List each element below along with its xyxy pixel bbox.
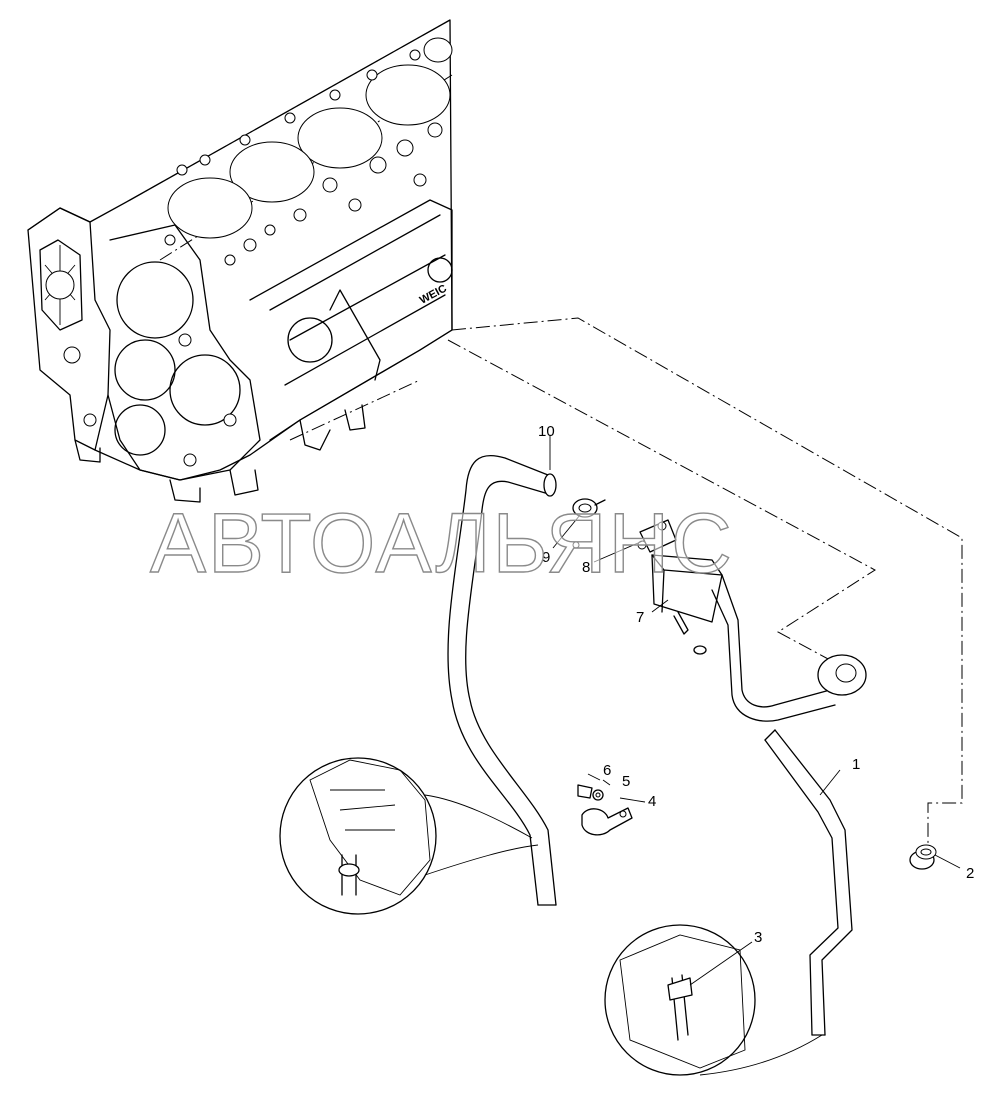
assembly-phantom-lines <box>289 317 963 845</box>
part-4-clip <box>581 807 633 836</box>
callout-5: 5 <box>622 773 630 790</box>
part-8-fitting <box>637 519 677 553</box>
engine-block <box>27 19 453 503</box>
callout-9: 9 <box>542 549 550 566</box>
part-2-grommet <box>909 844 937 870</box>
part-1-pipe <box>711 574 867 1036</box>
part-7-separator <box>651 554 723 655</box>
callout-4: 4 <box>648 793 656 810</box>
watermark-text: АВТОАЛЬЯНС <box>150 496 734 590</box>
callout-7: 7 <box>636 609 644 626</box>
callout-10: 10 <box>538 423 555 440</box>
callout-6: 6 <box>603 762 611 779</box>
leader-lines <box>549 435 961 986</box>
callout-1: 1 <box>852 756 860 773</box>
part-9-clamp <box>572 498 606 549</box>
callout-2: 2 <box>966 865 974 882</box>
callout-labels: 1 2 3 4 5 6 7 8 9 10 <box>538 423 974 946</box>
detail-view-left <box>279 757 539 915</box>
part-10-hose <box>447 454 557 906</box>
callout-8: 8 <box>582 559 590 576</box>
detail-view-bottom <box>604 924 823 1076</box>
callout-3: 3 <box>754 929 762 946</box>
part-6-bolt <box>577 784 593 799</box>
part-5-washer <box>592 789 604 801</box>
